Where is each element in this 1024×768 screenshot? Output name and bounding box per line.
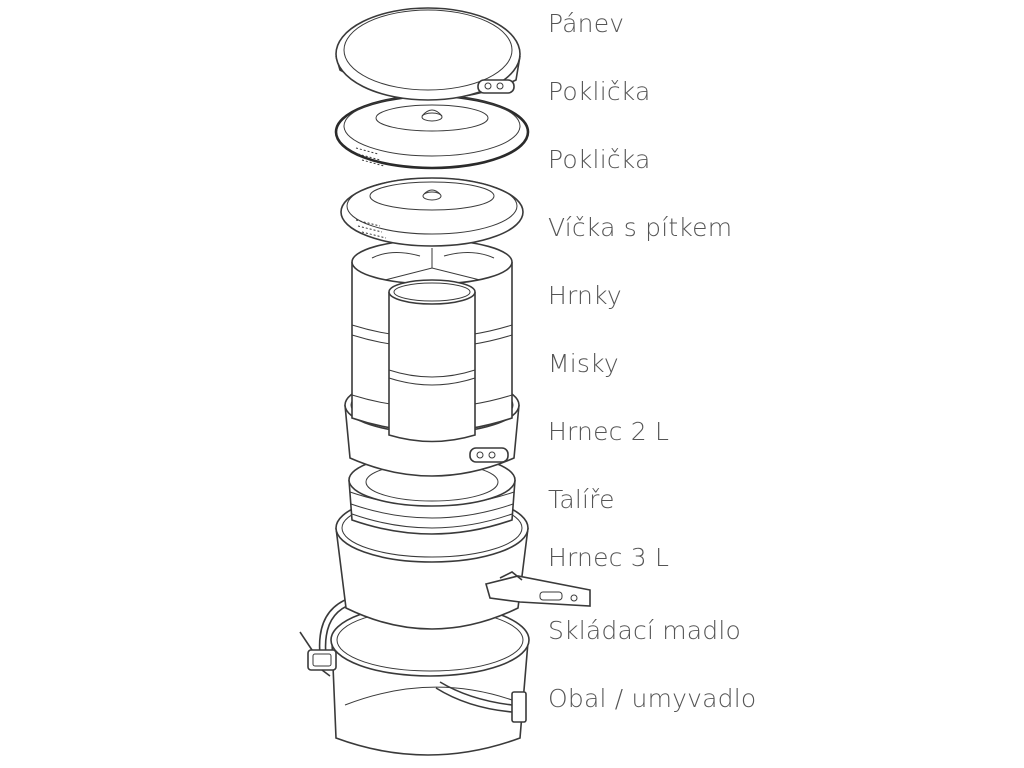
label-lid-2: Poklička	[548, 145, 651, 174]
label-lid-1: Poklička	[548, 77, 651, 106]
label-folding-handle: Skládací madlo	[548, 616, 742, 645]
label-pan: Pánev	[548, 9, 625, 38]
label-pot-3l: Hrnec 3 L	[548, 543, 670, 572]
lid-drawing	[334, 94, 530, 170]
label-pot-2l: Hrnec 2 L	[548, 417, 670, 446]
label-drink-lids: Víčka s pítkem	[548, 213, 733, 242]
drink-lid-drawing	[340, 177, 524, 247]
cups-bowls-drawing	[351, 239, 513, 443]
label-cups: Hrnky	[548, 281, 622, 310]
pan-drawing	[335, 7, 521, 101]
label-bowls: Misky	[548, 349, 619, 378]
label-wash-bowl: Obal / umyvadlo	[548, 684, 757, 713]
label-plates: Talíře	[548, 485, 615, 514]
